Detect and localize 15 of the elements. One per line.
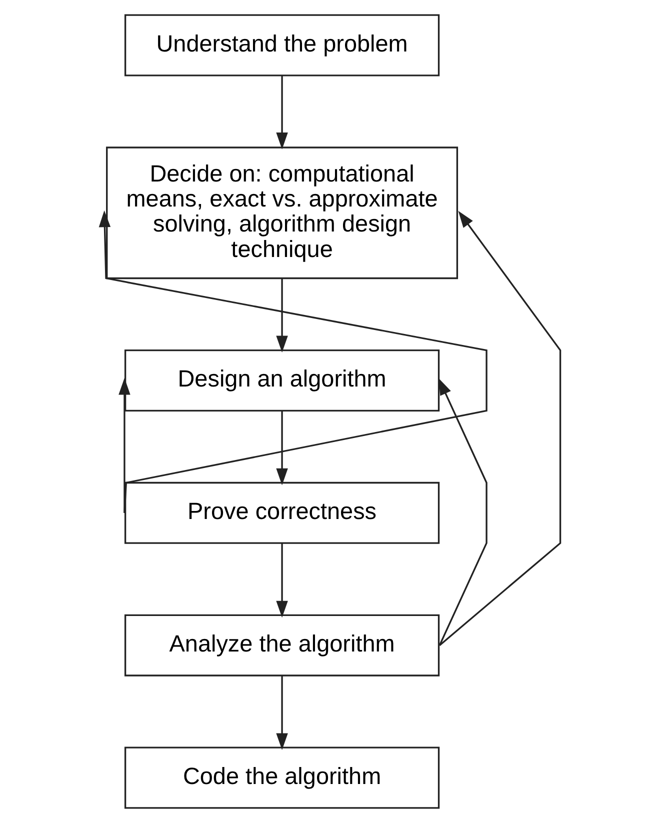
node-box: Code the algorithm — [124, 746, 440, 809]
arrow — [276, 278, 288, 352]
node-box: Decide on: computational means, exact vs. approximate solving, algorithm design technique — [106, 146, 458, 280]
arrow — [276, 76, 288, 150]
node-box: Understand the problem — [124, 14, 440, 76]
arrow — [276, 410, 288, 486]
arrow — [439, 210, 562, 646]
arrow — [276, 676, 288, 750]
arrow — [118, 378, 130, 513]
node-box: Analyze the algorithm — [124, 614, 440, 676]
node-box: Prove correctness — [124, 482, 440, 544]
arrow — [276, 543, 288, 618]
arrow — [438, 378, 488, 646]
node-box: Design an algorithm — [124, 349, 440, 412]
arrow — [98, 210, 488, 513]
